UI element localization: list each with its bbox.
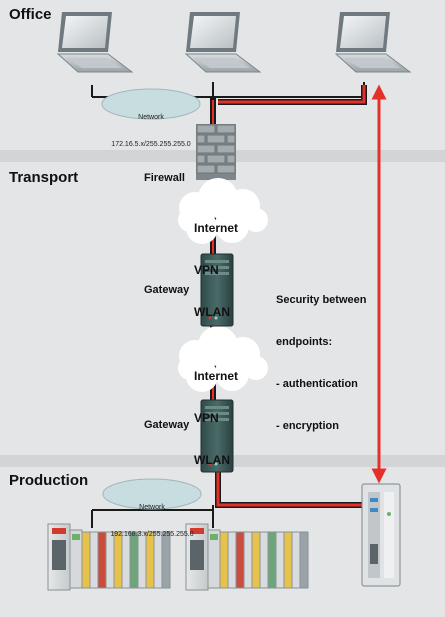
laptop-icon [334, 12, 412, 73]
server-tower-icon [200, 253, 234, 327]
production-network-title: Network [139, 504, 165, 511]
gateway-top-label: Gateway [144, 284, 190, 296]
security-line: - encryption [276, 420, 339, 432]
cloud-top [178, 178, 268, 244]
laptop-icon [56, 12, 134, 73]
security-line: endpoints: [276, 336, 333, 348]
gateway-bottom-label: Gateway [144, 419, 190, 431]
production-bus [91, 505, 214, 528]
zone-title-production: Production [9, 472, 89, 489]
cloud-top-line: Internet [194, 221, 239, 235]
server-tower-icon [200, 399, 234, 473]
industrial-pc-icon [361, 483, 401, 587]
security-line: Security between [276, 294, 367, 306]
zone-title-transport: Transport [9, 169, 79, 186]
cloud-top-line: VPN [194, 263, 219, 277]
cloud-bottom-line: WLAN [194, 453, 230, 467]
zone-title-office: Office [9, 6, 52, 23]
office-network-ellipse [101, 88, 201, 120]
office-network-label: Network 172.16.5.x/255.255.255.0 [103, 95, 199, 158]
cloud-top-text: Internet VPN WLAN [194, 193, 238, 333]
secure-path [215, 85, 367, 508]
production-network-label: Network 192.168.3.x/255.255.255.0 [104, 485, 200, 548]
cloud-bottom [178, 326, 268, 392]
security-line: - authentication [276, 378, 358, 390]
cloud-bottom-text: Internet VPN WLAN [194, 341, 238, 481]
office-network-title: Network [138, 114, 164, 121]
security-note: Security between endpoints: - authentica… [276, 265, 366, 447]
office-network-address: 172.16.5.x/255.255.255.0 [111, 141, 191, 148]
cloud-bottom-line: VPN [194, 411, 219, 425]
brick-wall-icon [196, 124, 236, 180]
io-module-icon [185, 523, 309, 591]
cloud-bottom-line: Internet [194, 369, 239, 383]
laptop-icon [184, 12, 262, 73]
firewall-label: Firewall [144, 172, 185, 184]
io-module-icon [47, 523, 171, 591]
cloud-top-line: WLAN [194, 305, 230, 319]
production-network-ellipse [102, 478, 202, 510]
production-network-address: 192.168.3.x/255.255.255.0 [110, 531, 194, 538]
